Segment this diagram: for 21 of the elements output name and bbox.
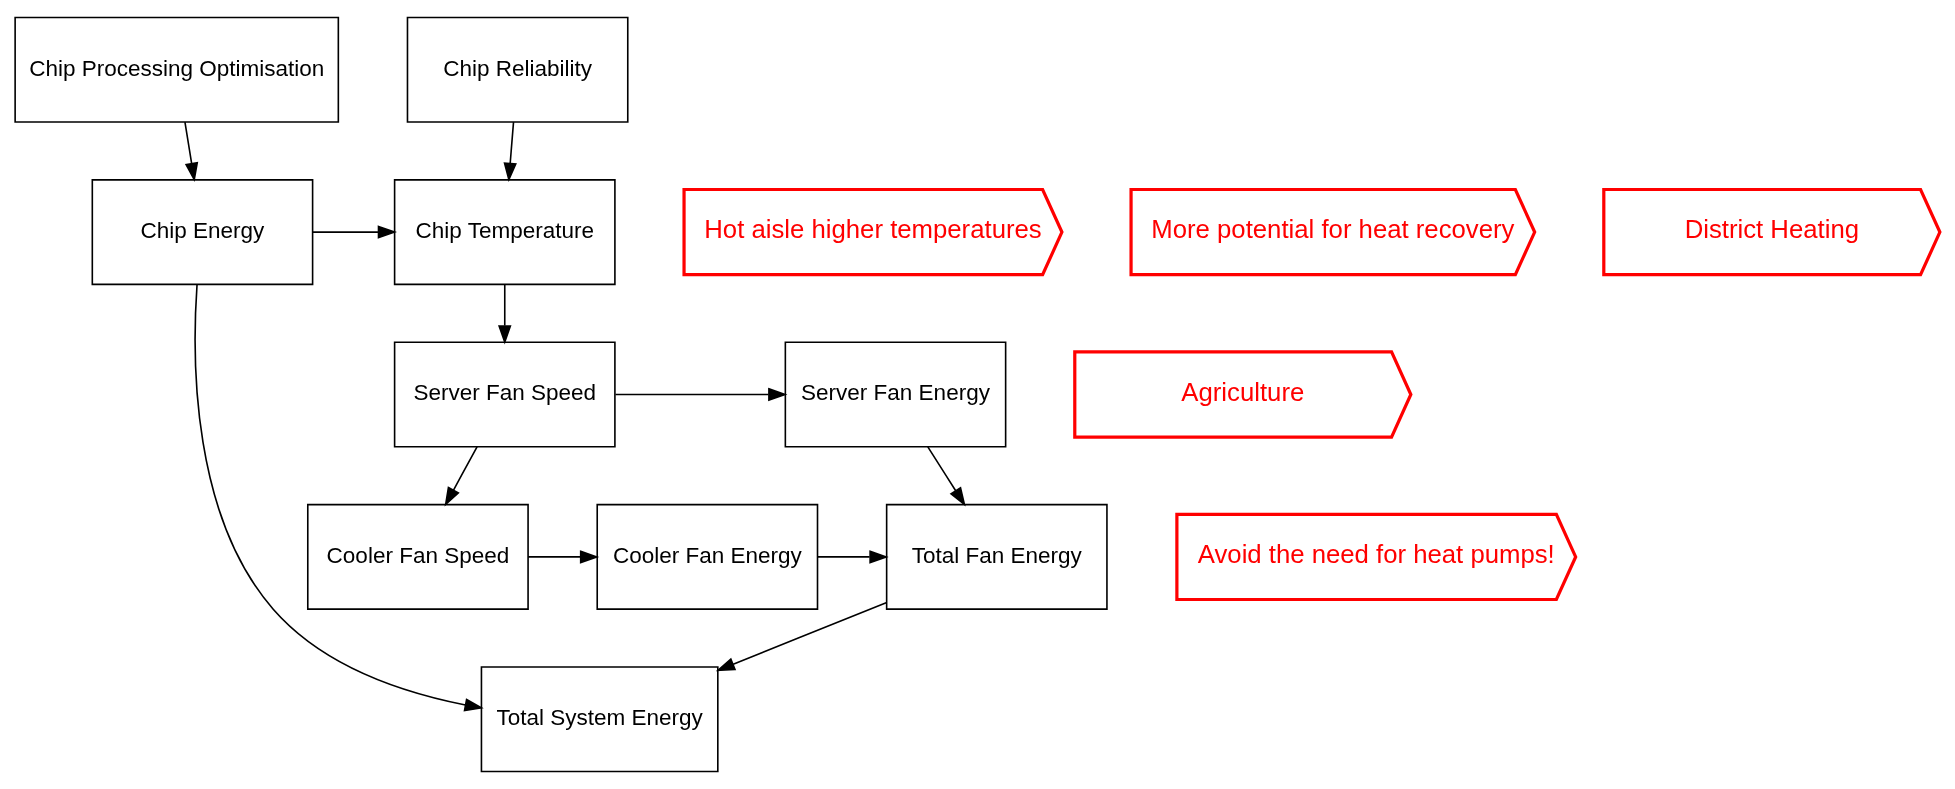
node-box: Chip Energy xyxy=(91,179,314,286)
arrow xyxy=(816,550,889,564)
arrow xyxy=(194,284,484,712)
arrow xyxy=(184,121,199,182)
arrow xyxy=(312,225,397,239)
node-box: Server Fan Speed xyxy=(393,341,616,448)
arrow xyxy=(498,283,512,345)
arrow xyxy=(527,550,600,564)
node-box: Chip Reliability xyxy=(406,16,629,123)
node-box: Total Fan Energy xyxy=(885,503,1108,610)
arrow xyxy=(927,446,966,507)
node-box: Chip Processing Optimisation xyxy=(14,16,340,123)
arrow xyxy=(444,446,478,507)
node-box: Server Fan Energy xyxy=(784,341,1007,448)
node-box: Cooler Fan Energy xyxy=(596,503,819,610)
node-box: Cooler Fan Speed xyxy=(306,503,529,610)
arrow xyxy=(614,387,788,402)
arrow xyxy=(503,121,517,183)
node-box: Total System Energy xyxy=(480,666,719,773)
node-box: Chip Temperature xyxy=(393,179,616,286)
arrow xyxy=(715,602,887,672)
